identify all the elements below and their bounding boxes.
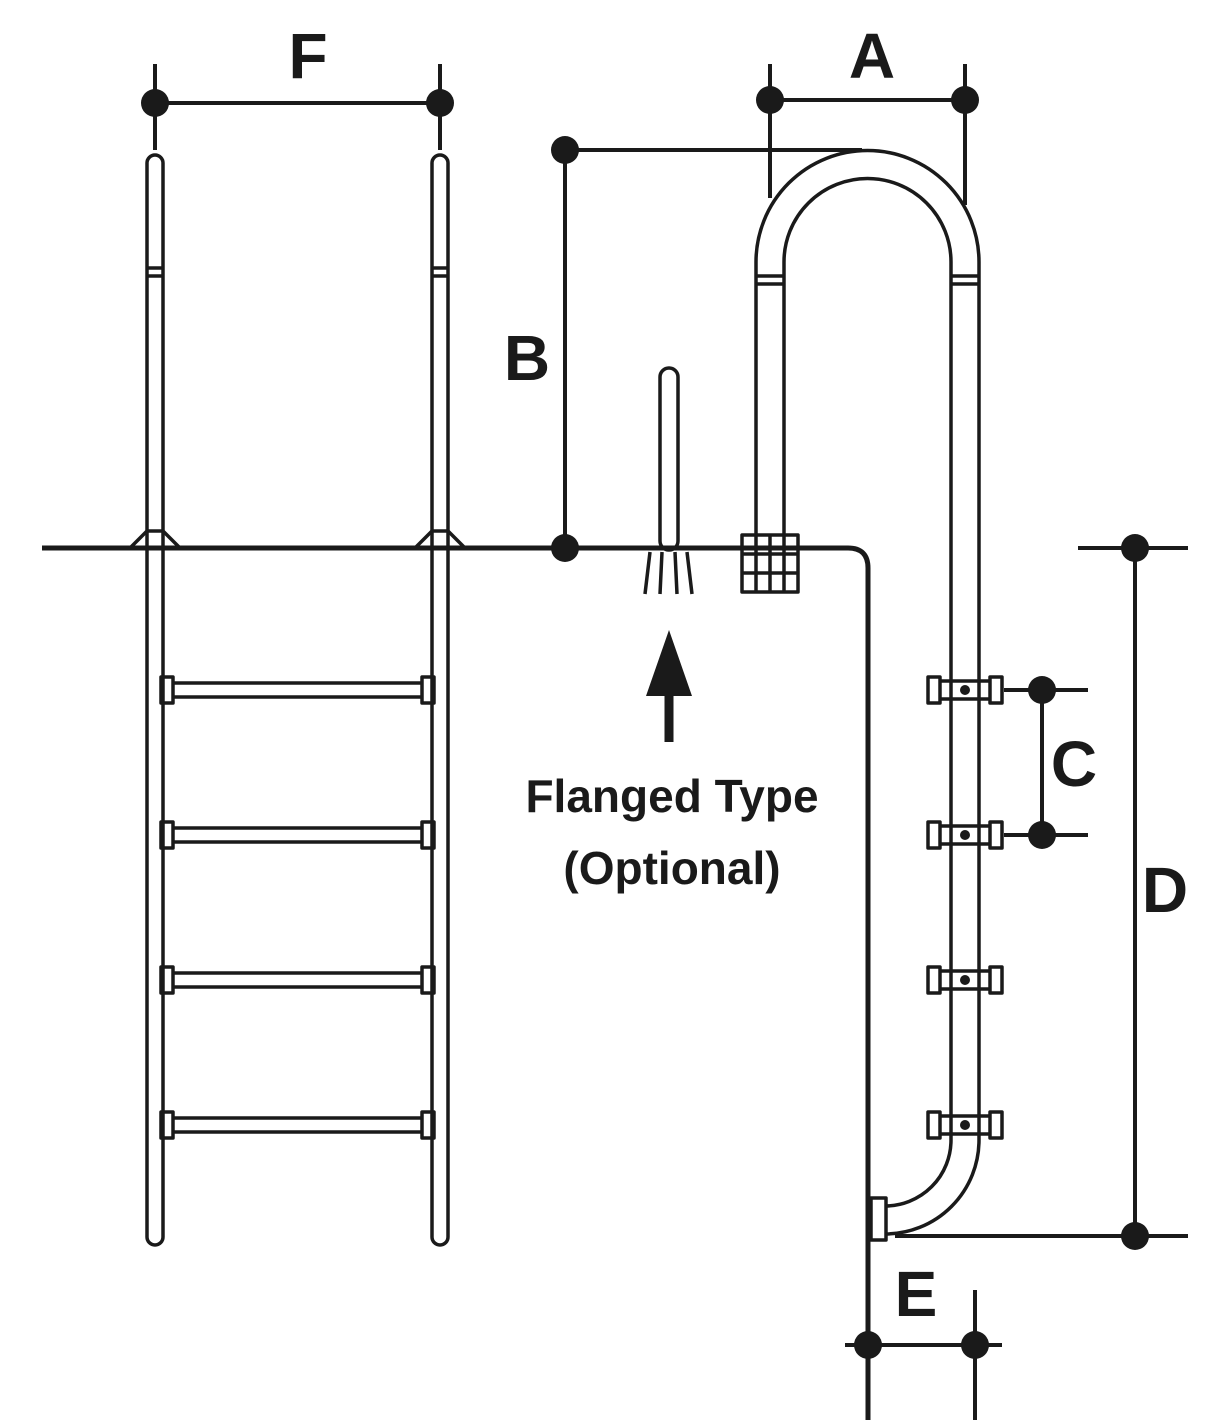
front-tube: [754, 262, 786, 535]
dimension-f-label: F: [288, 20, 327, 92]
handrail-arc-inner: [782, 176, 953, 263]
rail-joint-collars: [147, 266, 448, 278]
dimension-a-label: A: [849, 20, 895, 92]
ladder-rail-left: [145, 153, 165, 1247]
ladder-rung: [159, 1110, 436, 1140]
bottom-bend-outer: [884, 1139, 981, 1236]
side-step: [926, 1110, 1004, 1140]
dimension-b-label: B: [504, 322, 550, 394]
bottom-bend-inner: [884, 1139, 953, 1208]
dimension-e: E: [845, 1258, 1002, 1420]
deck-and-wall-line: [42, 545, 871, 1420]
dimension-b: B: [504, 136, 862, 562]
dimension-dot: [551, 534, 579, 562]
dimension-dot: [854, 1331, 882, 1359]
handrail-arc-outer: [754, 148, 981, 263]
dimension-dot: [426, 89, 454, 117]
dimension-dot: [951, 86, 979, 114]
dimension-dot: [1028, 676, 1056, 704]
dimension-dot: [961, 1331, 989, 1359]
ladder-rung: [159, 965, 436, 995]
flange-prongs: [643, 551, 694, 595]
flange-annotation-line2: (Optional): [563, 842, 780, 894]
dimension-c: C: [1004, 676, 1097, 849]
dimension-e-label: E: [895, 1258, 938, 1330]
tube-joint-collars: [756, 274, 979, 286]
dimension-dot: [1028, 821, 1056, 849]
flange-annotation-line1: Flanged Type: [525, 770, 818, 822]
dimension-dot: [756, 86, 784, 114]
flange-post: [658, 366, 680, 552]
ladder-rung: [159, 820, 436, 850]
deck-line: [42, 545, 871, 1420]
up-arrow-icon: [646, 630, 692, 742]
ladder-rung: [159, 675, 436, 705]
deck-flange-mount: [740, 533, 800, 594]
deck-anchor-wedges: [128, 529, 467, 550]
flange-callout: Flanged Type (Optional): [525, 366, 819, 894]
side-step: [926, 965, 1004, 995]
rear-tube: [949, 262, 981, 1140]
dimension-dot: [1121, 1222, 1149, 1250]
dimension-c-label: C: [1051, 728, 1097, 800]
dimension-dot: [1121, 534, 1149, 562]
front-view-ladder: [128, 153, 467, 1247]
side-view-ladder: [740, 148, 1004, 1242]
dimension-dot: [141, 89, 169, 117]
side-step: [926, 820, 1004, 850]
dimension-d-label: D: [1142, 854, 1188, 926]
tube-end-cap: [869, 1196, 888, 1242]
dimension-d: D: [895, 534, 1188, 1250]
dimension-f: F: [141, 20, 454, 150]
dimension-a: A: [756, 20, 979, 205]
side-step: [926, 675, 1004, 705]
dimension-dot: [551, 136, 579, 164]
ladder-rail-right: [430, 153, 450, 1247]
